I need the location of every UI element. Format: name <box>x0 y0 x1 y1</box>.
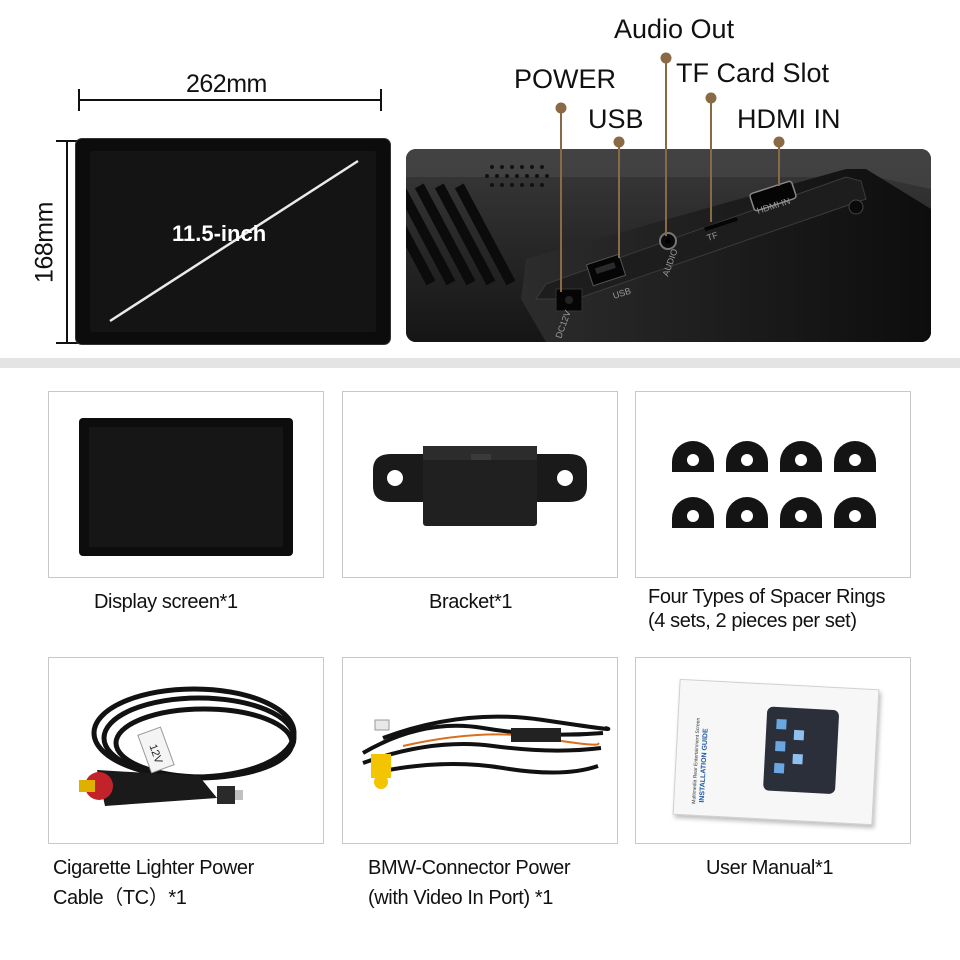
user-manual-image: Multimedia Rear Entertainment Screen INS… <box>672 678 880 826</box>
bmw-connector-image <box>361 714 611 789</box>
width-dimension: 262mm <box>76 68 384 111</box>
screen-reflection <box>109 159 359 323</box>
caption-bmw-connector-line2: (with Video In Port) *1 <box>368 887 553 909</box>
height-arrow-bottom-tick <box>56 342 78 344</box>
caption-user-manual: User Manual*1 <box>706 857 834 879</box>
caption-spacer-rings-line2: (4 sets, 2 pieces per set) <box>648 610 857 632</box>
screen-glass <box>90 151 376 332</box>
width-arrow-right-tick <box>380 89 382 111</box>
manual-screen-picture <box>762 706 840 795</box>
width-label: 262mm <box>186 70 267 98</box>
package-item-bmw-connector-power <box>342 657 618 844</box>
port-label-tf-card-slot: TF Card Slot <box>676 58 830 88</box>
spacer-rings-image <box>672 441 876 528</box>
caption-cigarette-lighter-line1: Cigarette Lighter Power <box>53 857 254 879</box>
port-label-usb: USB <box>588 104 644 134</box>
caption-spacer-rings-line1: Four Types of Spacer Rings <box>648 586 886 608</box>
port-leader-lines <box>555 52 785 292</box>
package-item-display-screen <box>48 391 324 578</box>
caption-bmw-connector-line1: BMW-Connector Power <box>368 857 571 879</box>
caption-display-screen: Display screen*1 <box>94 591 238 613</box>
package-item-bracket <box>342 391 618 578</box>
screen-size-label: 11.5-inch <box>172 221 267 246</box>
package-item-user-manual: Multimedia Rear Entertainment Screen INS… <box>635 657 911 844</box>
package-item-cigarette-lighter-cable: 12V <box>48 657 324 844</box>
port-label-power: POWER <box>514 64 617 94</box>
height-dimension: 168mm <box>28 138 78 346</box>
display-screen-front: 11.5-inch <box>76 139 390 344</box>
section-divider <box>0 358 960 368</box>
caption-cigarette-lighter-line2: Cable（TC）*1 <box>53 887 187 909</box>
package-item-spacer-rings <box>635 391 911 578</box>
photo-mark-tf: TF <box>706 230 720 243</box>
caption-bracket: Bracket*1 <box>429 591 513 613</box>
cigarette-lighter-cable-image: 12V <box>79 686 297 806</box>
port-label-hdmi-in: HDMI IN <box>737 104 841 134</box>
ports-photo: DC12V USB AUDIO TF HDMI IN <box>406 149 931 342</box>
display-screen-image <box>79 418 293 556</box>
ports-illustration: DC12V USB AUDIO TF HDMI IN <box>406 149 931 342</box>
height-arrow-top-tick <box>56 140 78 142</box>
bracket-image <box>373 446 587 526</box>
width-arrow-line <box>78 99 382 101</box>
port-label-audio-out: Audio Out <box>614 14 735 44</box>
height-arrow-line <box>66 140 68 344</box>
width-arrow-left-tick <box>78 89 80 111</box>
